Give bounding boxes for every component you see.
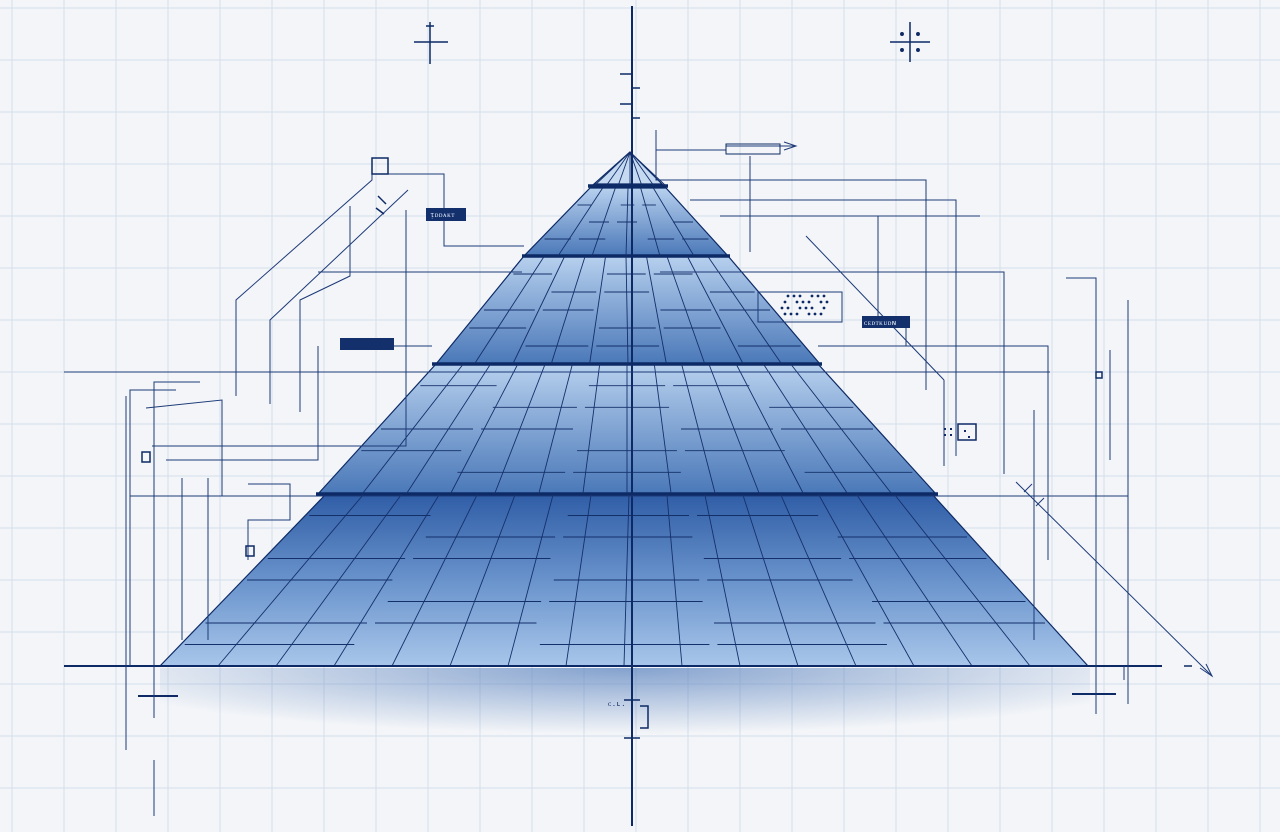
panel-ray-line: [557, 187, 604, 257]
dot-point: [795, 300, 799, 304]
label-tag-c: ᴄ.ʟ.: [608, 700, 626, 708]
dot-point: [810, 294, 814, 298]
panel-ray-line: [855, 493, 973, 667]
apex-ray-line: [605, 151, 631, 187]
panel-ray-line: [686, 255, 744, 365]
dot-point: [819, 312, 823, 316]
apex-ray-line: [617, 151, 631, 187]
dot-point: [780, 306, 784, 310]
panel-ray-line: [507, 493, 554, 667]
dot-point: [825, 300, 829, 304]
label-bar: [340, 338, 394, 350]
pyramid: [158, 151, 1090, 667]
panel-ray-line: [449, 493, 516, 667]
dot-point: [819, 300, 823, 304]
apex-ray-line: [629, 151, 655, 187]
dot-point: [807, 312, 811, 316]
dot-point: [822, 294, 826, 298]
panel-ray-line: [512, 255, 566, 365]
label-tag-b-text: ᴄᴇᴅᴛᴋᴜᴅɴ: [864, 319, 897, 327]
dot-matrix-points: [780, 294, 829, 316]
dot-point: [798, 306, 802, 310]
dot-point: [807, 300, 811, 304]
dot-point: [801, 300, 805, 304]
dot-matrix-small: [944, 428, 970, 438]
panel-ray-line: [893, 493, 1031, 667]
annotation-leaders: [64, 130, 1214, 816]
dot-point: [810, 306, 814, 310]
dot-matrix: [757, 291, 843, 323]
panel-ray-line: [640, 187, 661, 257]
dot-point: [813, 312, 817, 316]
dot-point: [804, 306, 808, 310]
dot-point: [798, 294, 802, 298]
panel-ray-line: [391, 493, 478, 667]
dot-point: [822, 306, 826, 310]
crosshair-marker-left: [414, 22, 448, 64]
dot-point: [816, 294, 820, 298]
dot-point: [792, 294, 796, 298]
dot-point: [786, 306, 790, 310]
crosshair-marker-right: [890, 22, 930, 62]
panel-ray-line: [589, 255, 607, 365]
tick-brackets: [141, 157, 1103, 557]
apex-ray-line: [593, 151, 631, 187]
pyramid-apex: [592, 151, 664, 185]
label-tag-a: ᴉᴅᴅᴀᴋᴛ: [426, 208, 466, 221]
dot-point: [795, 312, 799, 316]
label-tag-a-text: ᴉᴅᴅᴀᴋᴛ: [430, 211, 455, 219]
dot-point: [783, 300, 787, 304]
label-tag-b: ᴄᴇᴅᴛᴋᴜᴅɴ: [862, 316, 910, 328]
panel-ray-line: [645, 255, 667, 365]
dot-point: [789, 312, 793, 316]
baseline: [64, 665, 1192, 697]
ground-shadow: [160, 668, 1090, 778]
dot-point: [783, 312, 787, 316]
center-axis: [620, 6, 649, 826]
label-box-top: [725, 143, 781, 155]
dot-point: [786, 294, 790, 298]
panel-ray-line: [817, 493, 915, 667]
pyramid-panel-lines: [184, 151, 1045, 667]
